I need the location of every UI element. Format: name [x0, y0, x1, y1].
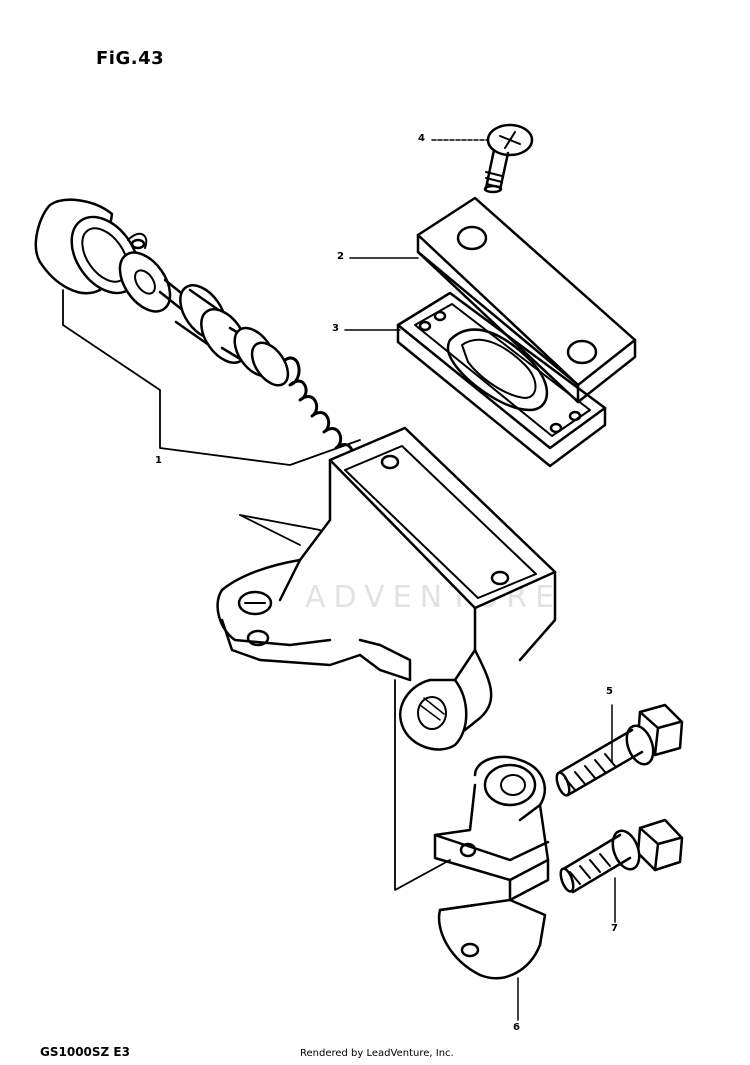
- callout-4: 4: [418, 133, 425, 144]
- leader-lines: [344, 139, 616, 1021]
- bolt-part-7: [559, 818, 684, 894]
- render-credit: Rendered by LeadVenture, Inc.: [300, 1048, 454, 1059]
- figure-title: FiG.43: [96, 48, 165, 69]
- callout-2: 2: [337, 251, 344, 262]
- callout-1: 1: [155, 455, 162, 466]
- callout-7: 7: [611, 923, 618, 934]
- model-code: GS1000SZ E3: [40, 1045, 130, 1059]
- reservoir-cap-part-2: [416, 196, 637, 404]
- bolt-part-5: [555, 703, 684, 797]
- callout-6: 6: [513, 1022, 520, 1033]
- piston-kit-part-1: [34, 198, 398, 496]
- callout-5: 5: [606, 686, 613, 697]
- screw-part-4: [483, 123, 534, 194]
- master-cylinder-body: [216, 426, 557, 891]
- diaphragm-part-3: [396, 291, 607, 468]
- clamp-part-6: [433, 755, 550, 980]
- callout-3: 3: [332, 323, 339, 334]
